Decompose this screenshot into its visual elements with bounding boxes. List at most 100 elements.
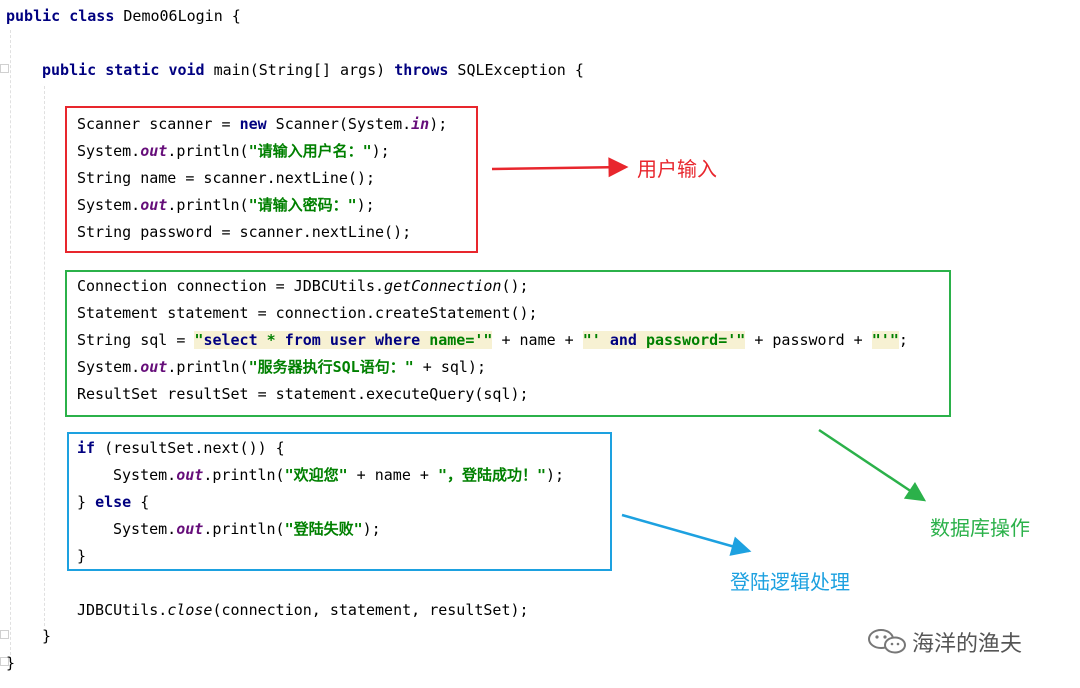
code-line: System.out.println("欢迎您" + name + "，登陆成功… [113,465,564,485]
code-line: System.out.println("请输入密码："); [77,195,375,215]
code-text: (connection, statement, resultSet); [212,601,529,619]
fold-marker-icon[interactable] [0,630,9,639]
code-text: + sql); [413,358,486,376]
user-input-box [65,106,478,253]
string-literal: "请输入用户名：" [248,142,372,160]
string-literal [366,331,376,349]
string-literal: " [736,331,746,349]
code-line-method-decl: public static void main(String[] args) t… [42,60,584,80]
static-method: close [167,601,213,619]
code-line: } else { [77,492,149,512]
code-text: Scanner scanner = [77,115,240,133]
annotation-user-input: 用户输入 [637,157,717,181]
code-line-method-close: } [42,627,52,645]
code-text: ); [429,115,448,133]
code-line: System.out.println("服务器执行SQL语句：" + sql); [77,357,486,377]
static-field: in [411,115,430,133]
keyword-void: void [168,61,205,79]
sql-keyword: user [329,331,366,349]
code-text: System. [77,196,141,214]
string-literal: " [483,331,493,349]
sql-keyword: select [203,331,258,349]
sql-keyword: where [375,331,421,349]
string-literal: name=' [420,331,484,349]
class-name: Demo06Login { [114,7,241,25]
string-literal [600,331,610,349]
static-method: getConnection [384,277,502,295]
indent-guide [44,86,45,626]
annotation-db-operation: 数据库操作 [930,516,1030,540]
arrow-input [491,157,629,178]
db-operation-box [65,270,951,417]
code-text: .println( [167,142,249,160]
string-literal: "' [871,331,890,349]
keyword-if: if [77,439,96,457]
keyword-public: public [6,7,61,25]
keyword-static: static [105,61,160,79]
string-literal: "登陆失败" [284,520,363,538]
static-field: out [176,520,204,538]
code-text: + password + [745,331,872,349]
code-text: + name + [347,466,438,484]
static-field: out [176,466,204,484]
arrow-logic [621,513,752,556]
code-text: .println( [203,520,285,538]
code-text: + name + [492,331,583,349]
string-literal [320,331,330,349]
code-line: Statement statement = connection.createS… [77,304,538,322]
string-literal: "，登陆成功！" [437,466,547,484]
code-text: } [77,493,96,511]
keyword-class: class [69,7,115,25]
static-field: out [140,196,168,214]
string-literal: "' [582,331,601,349]
sql-keyword: from [284,331,321,349]
wechat-icon [868,629,906,654]
code-text: Connection connection = JDBCUtils. [77,277,385,295]
exception-type: SQLException { [448,61,584,79]
keyword-throws: throws [394,61,449,79]
code-line-class-decl: public class Demo06Login { [6,6,241,26]
code-text: .println( [203,466,285,484]
code-text: String sql = [77,331,195,349]
code-line-close: JDBCUtils.close(connection, statement, r… [77,600,529,620]
code-text: .println( [167,358,249,376]
watermark-text: 海洋的渔夫 [912,632,1023,657]
fold-marker-icon[interactable] [0,64,9,73]
code-line: Connection connection = JDBCUtils.getCon… [77,276,529,296]
code-line: System.out.println("登陆失败"); [113,519,381,539]
login-logic-box [67,432,612,571]
code-text: (resultSet.next()) { [95,439,285,457]
string-literal: "请输入密码：" [248,196,357,214]
code-line: System.out.println("请输入用户名："); [77,141,390,161]
code-line: } [77,547,87,565]
code-text: .println( [167,196,249,214]
indent-guide [10,30,11,660]
static-field: out [140,358,168,376]
sql-keyword: and [609,331,637,349]
string-literal: "服务器执行SQL语句：" [248,358,414,376]
code-text: { [131,493,150,511]
code-line: String password = scanner.nextLine(); [77,223,412,241]
code-text: System. [77,358,141,376]
code-text: ); [371,142,390,160]
annotation-login-logic: 登陆逻辑处理 [730,570,850,594]
string-literal: password=' [636,331,737,349]
method-signature: main(String[] args) [204,61,395,79]
arrow-db [818,428,927,502]
keyword-else: else [95,493,132,511]
code-line: String name = scanner.nextLine(); [77,169,376,187]
code-text: ; [898,331,908,349]
string-literal: * [257,331,285,349]
fold-marker-icon[interactable] [0,657,9,666]
code-line: if (resultSet.next()) { [77,438,285,458]
string-literal: " [889,331,899,349]
static-field: out [140,142,168,160]
code-line-sql: String sql = "select * from user where n… [77,330,908,350]
code-line-class-close: } [6,654,16,672]
code-line: ResultSet resultSet = statement.executeQ… [77,385,529,403]
code-text: System. [113,520,177,538]
string-literal: " [194,331,204,349]
keyword-public: public [42,61,97,79]
code-text: JDBCUtils. [77,601,168,619]
